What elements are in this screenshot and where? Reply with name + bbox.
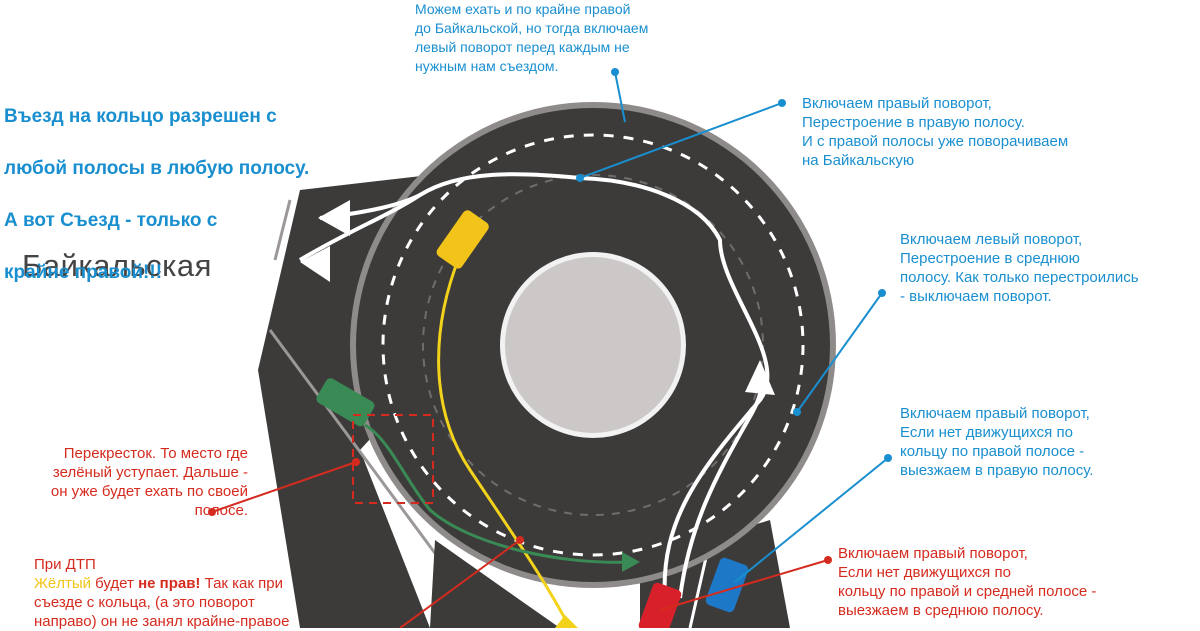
street-name-label: Байкальская [22,248,212,283]
leader-dot [884,454,892,462]
leader-line [579,102,783,179]
main-rule-line: А вот Съезд - только с [4,210,218,231]
blue-car [705,557,749,613]
leader-line [614,71,626,123]
dtp-not-right: не прав! [138,575,201,592]
main-rule-line: крайне правой!!! [4,262,163,283]
leader-line-red [211,461,357,513]
exit-arrow-head [300,246,330,282]
green-car-path [364,423,631,564]
note-right-mid: Включаем левый поворот, Перестроение в с… [900,231,1139,305]
leader-line-red [399,539,521,628]
dtp-yellow-word: Жёлтый [34,575,91,592]
leader-dot [576,174,584,182]
dtp-line-3: направо) он не занял крайне-правое [34,613,290,630]
leader-dot-red [352,458,360,466]
leader-dot-red [516,536,524,544]
main-rule-text: Въезд на кольцо разрешен с любой полосы … [4,78,309,312]
leader-line-red [659,559,829,611]
leader-dot-red [824,556,832,564]
yellow-arrow-head [555,615,578,628]
leader-line [734,457,889,583]
leader-dot [878,289,886,297]
roundabout-dashed-lane [381,133,805,557]
main-rule-line: Въезд на кольцо разрешен с [4,106,277,127]
dtp-line-2: съезде с кольца, (а это поворот [34,594,255,611]
leader-dot [793,408,801,416]
leader-line [796,292,883,413]
dtp-will-be: будет [90,575,139,592]
yellow-car-path [437,254,572,628]
note-dtp: При ДТП Жёлтый будет не прав! Так как пр… [34,555,289,631]
dtp-rest-1: Так как при [200,575,283,592]
exit-arrow-head [318,200,350,236]
leader-dot [778,99,786,107]
leader-dot-red [208,508,216,516]
green-arrow-head [622,552,640,572]
note-top: Можем ехать и по крайне правой до Байкал… [415,1,649,74]
note-left-crossing: Перекресток. То место где зелёный уступа… [50,445,248,519]
dtp-title: При ДТП [34,556,96,573]
yellow-car [436,210,489,269]
main-rule-line: любой полосы в любую полосу. [4,158,310,179]
bottom-road [430,540,560,628]
center-island [505,257,681,433]
leader-dot [611,68,619,76]
road-edge-line [268,329,442,561]
note-right-bottom: Включаем правый поворот, Если нет движущ… [838,545,1097,619]
road-edge-line [273,199,292,261]
roundabout-inner-dashed-lane [422,174,764,516]
note-right-top: Включаем правый поворот, Перестроение в … [802,95,1069,169]
dtp-line-1: Жёлтый будет не прав! Так как при [34,574,289,593]
arrow-head [745,360,775,395]
note-right-low: Включаем правый поворот, Если нет движущ… [900,405,1094,479]
